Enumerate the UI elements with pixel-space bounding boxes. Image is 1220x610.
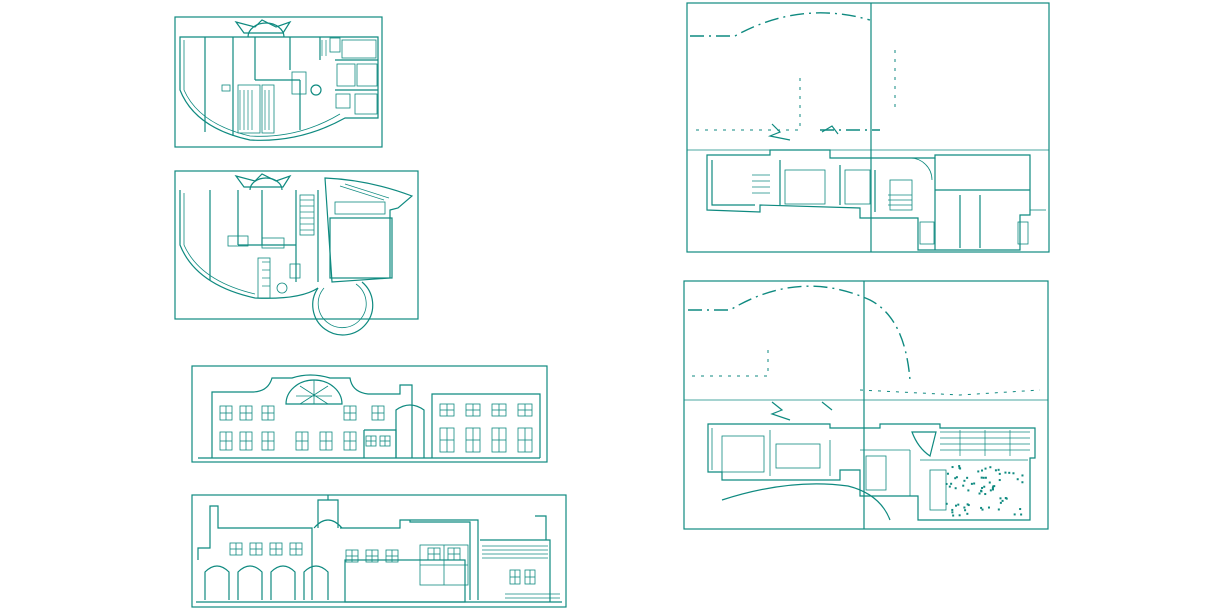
site-plan-lower [683,280,1049,530]
window-grid [219,403,533,453]
sheet-frame [686,2,1050,253]
elevation-front [191,365,548,463]
arcade [204,565,329,600]
sheet-frame [174,170,419,320]
outer-wall [179,36,379,141]
building-footprint [707,423,1036,521]
fanlight-window [285,379,343,405]
site-boundary [688,285,911,381]
plan-upper-small [174,170,419,336]
plan-ground-small [174,16,383,148]
round-bay [312,281,374,336]
building-footprint [706,149,1031,251]
sheet-frame [191,494,567,608]
cupola [317,499,339,528]
elevation-side [191,494,567,608]
site-plan-upper [686,2,1050,253]
planting-texture [945,465,1024,517]
site-boundary [690,12,871,37]
window-grid [229,542,536,585]
entrance-pediment [234,173,292,188]
outer-wall [179,190,319,299]
drive-curve [721,483,891,521]
sheet-frame [191,365,548,463]
sheet-frame [683,280,1049,530]
sheet-frame [174,16,383,148]
